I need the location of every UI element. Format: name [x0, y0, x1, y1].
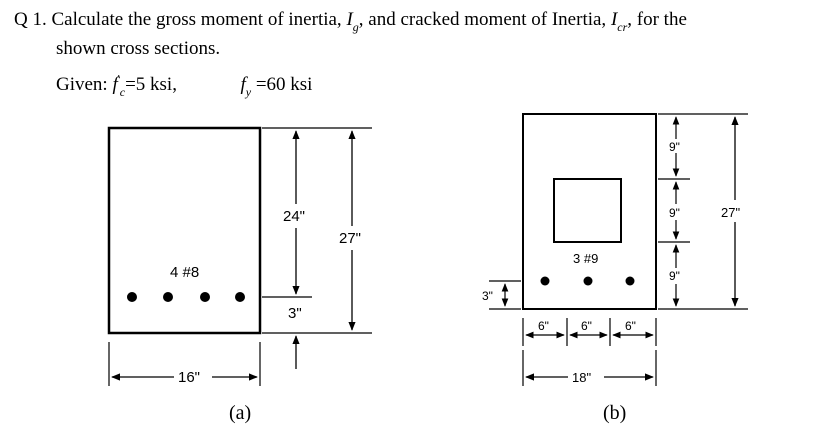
- section-b-outline: [522, 113, 657, 310]
- section-b: 3 #9 3" 6" 6" 6" 18" 9": [482, 113, 748, 424]
- question-line-1: Q 1. Calculate the gross moment of inert…: [14, 9, 687, 34]
- section-b-opening: [553, 178, 622, 243]
- section-a-outline: [107, 126, 262, 335]
- rebar-a-4: [235, 292, 245, 302]
- fy-value: =60 ksi: [255, 74, 313, 95]
- dim-6-1-label: 6": [538, 319, 549, 333]
- dim-27a-label: 27": [339, 230, 361, 247]
- fy-symbol: f: [240, 74, 246, 95]
- rebar-a-2: [163, 292, 173, 302]
- dim-9-3-label: 9": [669, 269, 680, 283]
- rebar-b-1: [540, 276, 550, 286]
- rebar-a-1: [127, 292, 137, 302]
- rebar-b-3: [625, 276, 635, 286]
- fy-subscript: y: [245, 85, 252, 99]
- question-number: Q 1.: [14, 9, 47, 30]
- section-a-bar-label: 4 #8: [170, 264, 199, 281]
- icr-symbol: I: [610, 9, 618, 30]
- rebar-a-3: [200, 292, 210, 302]
- dim-16-label: 16": [178, 369, 200, 386]
- fc-value: =5 ksi,: [125, 74, 177, 95]
- dim-9-1-label: 9": [669, 140, 680, 154]
- icr-subscript: cr: [617, 20, 628, 34]
- question-text-1: Calculate the gross moment of inertia,: [51, 9, 342, 30]
- dim-6-3-label: 6": [625, 319, 636, 333]
- question-line-2: shown cross sections.: [56, 38, 221, 59]
- section-a: 4 #8 24" 27" 3" 16" (a): [107, 126, 372, 424]
- rebar-b-2: [583, 276, 593, 286]
- caption-b: (b): [603, 402, 626, 424]
- fc-prime: ': [117, 73, 120, 85]
- section-b-bar-label: 3 #9: [573, 251, 598, 266]
- dim-3a-label: 3": [288, 305, 302, 322]
- question-text-3: , for the: [627, 9, 687, 30]
- ig-symbol: I: [346, 9, 353, 30]
- dim-6-2-label: 6": [581, 319, 592, 333]
- fc-subscript: c: [119, 85, 126, 99]
- dim-18-label: 18": [572, 370, 591, 385]
- dim-3b-label: 3": [482, 289, 493, 303]
- given-label: Given:: [56, 74, 108, 95]
- dim-24-label: 24": [283, 208, 305, 225]
- dim-9-2-label: 9": [669, 206, 680, 220]
- question-text-2: , and cracked moment of Inertia,: [358, 9, 607, 30]
- fc-symbol: f: [112, 74, 118, 95]
- given-line: Given: f'c=5 ksi, fy =60 ksi: [56, 73, 313, 99]
- ig-subscript: g: [352, 20, 359, 34]
- dim-27b-label: 27": [721, 205, 740, 220]
- caption-a: (a): [229, 402, 251, 424]
